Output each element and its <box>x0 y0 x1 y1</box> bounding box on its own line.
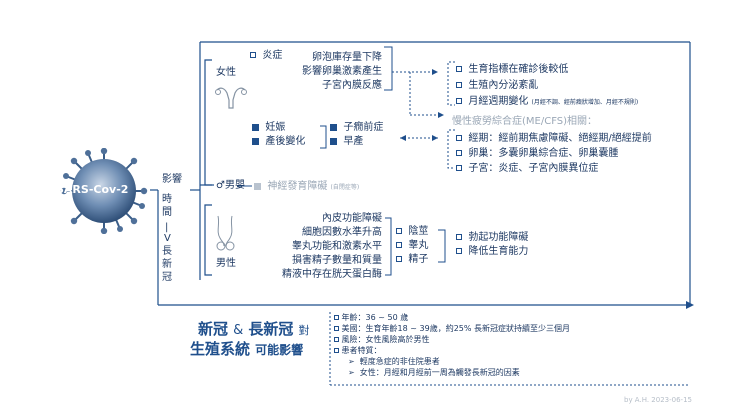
arrowhead-icon: ➢ <box>348 357 355 366</box>
mecfs-square-icon <box>456 165 462 171</box>
summary-item-1: 年齡：36 ~ 50 歲 <box>334 312 570 323</box>
mecfs-item-3: 子宮：炎症、子宮內膜異位症 <box>456 163 598 175</box>
timeline-bar: | <box>165 222 169 233</box>
mecfs-item-2: 卵巢：多囊卵巢綜合症、卵巢囊腫 <box>456 148 618 160</box>
summary-square-icon <box>334 348 339 353</box>
infant-note: (自閉症等) <box>330 184 360 191</box>
result-item-1: 生育指標在確診後較低 <box>456 64 568 76</box>
male-result-1: 勃起功能障礙 <box>456 232 528 244</box>
summary-square-icon <box>334 337 339 342</box>
postpartum-square-icon <box>252 137 259 145</box>
uterus-icon <box>215 87 247 109</box>
credit: by A.H. 2023-06-15 <box>624 396 692 404</box>
male-issue-1: 內皮功能障礙 <box>322 213 382 224</box>
organ-square-icon <box>396 228 402 234</box>
result-item-2: 生殖內分泌紊亂 <box>456 80 538 92</box>
inflammation-text: 炎症 <box>262 50 283 61</box>
summary-title-line2: 生殖系統 可能影響 <box>190 340 304 358</box>
summary-subitem-1: ➢ 輕度急症的非住院患者 <box>348 357 440 366</box>
postpartum-item: 產後變化 <box>252 136 305 148</box>
virus-label: SARS-Cov-2 <box>56 183 129 196</box>
male-issue-4: 損害精子數量和質量 <box>292 255 382 266</box>
male-symbol-icon: ♂ <box>216 180 225 191</box>
preeclampsia-item: 子癇前症 <box>330 122 383 134</box>
infant-label: ♂男嬰 <box>216 180 245 191</box>
male-result-2: 降低生育能力 <box>456 246 528 258</box>
preterm-square-icon <box>330 137 337 145</box>
timeline-arrow: V <box>164 233 171 244</box>
virus-illustration <box>60 148 148 234</box>
timeline-long-1: 長 <box>162 246 172 257</box>
mecfs-title: 慢性疲勞綜合症(ME/CFS)相關： <box>452 116 598 127</box>
male-organ-1: 陰莖 <box>396 226 428 238</box>
pregnancy-item: 妊娠 <box>252 122 285 134</box>
summary-item-2: 美國：生育年齡18 ~ 39歲，約25% 長新冠症狀持續至少三個月 <box>334 323 570 334</box>
infant-item: 神經發育障礙 (自閉症等) <box>254 181 359 194</box>
infant-square-icon <box>254 182 261 190</box>
ovary-item-3: 子宮內膜反應 <box>322 80 382 91</box>
inflammation-square-icon <box>250 52 256 58</box>
organ-square-icon <box>396 256 402 262</box>
preterm-item: 早產 <box>330 136 363 148</box>
male-organ-3: 精子 <box>396 254 428 266</box>
pregnancy-square-icon <box>252 123 259 131</box>
summary-item-3: 風險：女性風險高於男性 <box>334 334 570 345</box>
summary-list: 年齡：36 ~ 50 歲 美國：生育年齡18 ~ 39歲，約25% 長新冠症狀持… <box>334 312 570 378</box>
organ-square-icon <box>396 242 402 248</box>
arrowhead-icon: ➢ <box>348 368 355 377</box>
summary-square-icon <box>334 315 339 320</box>
result-item-3: 月經週期變化 (月經不調、經前癥狀增加、月經不規則) <box>456 96 638 109</box>
mecfs-item-1: 經期：經前期焦慮障礙、絕經期/絕經提前 <box>456 133 652 145</box>
mecfs-square-icon <box>456 150 462 156</box>
ovary-item-1: 卵泡庫存量下降 <box>312 52 382 63</box>
summary-title-line1: 新冠 & 長新冠 對 <box>198 320 310 338</box>
result-square-icon <box>456 98 462 104</box>
male-issue-3: 睾丸功能和激素水平 <box>292 241 382 252</box>
male-label: 男性 <box>216 258 236 269</box>
summary-square-icon <box>334 326 339 331</box>
male-organ-2: 睾丸 <box>396 240 428 252</box>
result-square-icon <box>456 66 462 72</box>
male-reproductive-icon <box>216 215 235 251</box>
timeline-time: 時間 <box>162 194 172 218</box>
female-inflammation: 炎症 <box>250 50 282 62</box>
timeline-long-3: 冠 <box>162 272 172 283</box>
male-result-square-icon <box>456 234 462 240</box>
result-square-icon <box>456 82 462 88</box>
female-label: 女性 <box>216 67 236 78</box>
summary-item-4: 患者特質： <box>334 345 570 356</box>
summary-subitem-2: ➢ 女性：月經和月經前一周為觸發長新冠的因素 <box>348 368 520 377</box>
male-issue-2: 細胞因數水準升高 <box>302 227 382 238</box>
preeclampsia-square-icon <box>330 123 337 131</box>
ovary-item-2: 影響卵巢激素產生 <box>302 66 382 77</box>
male-result-square-icon <box>456 248 462 254</box>
timeline-affect: 影響 <box>162 174 182 185</box>
male-issue-5: 精液中存在胱天蛋白酶 <box>282 269 382 280</box>
timeline-long-2: 新 <box>162 259 172 270</box>
result-note: (月經不調、經前癥狀增加、月經不規則) <box>531 99 639 106</box>
mecfs-square-icon <box>456 135 462 141</box>
